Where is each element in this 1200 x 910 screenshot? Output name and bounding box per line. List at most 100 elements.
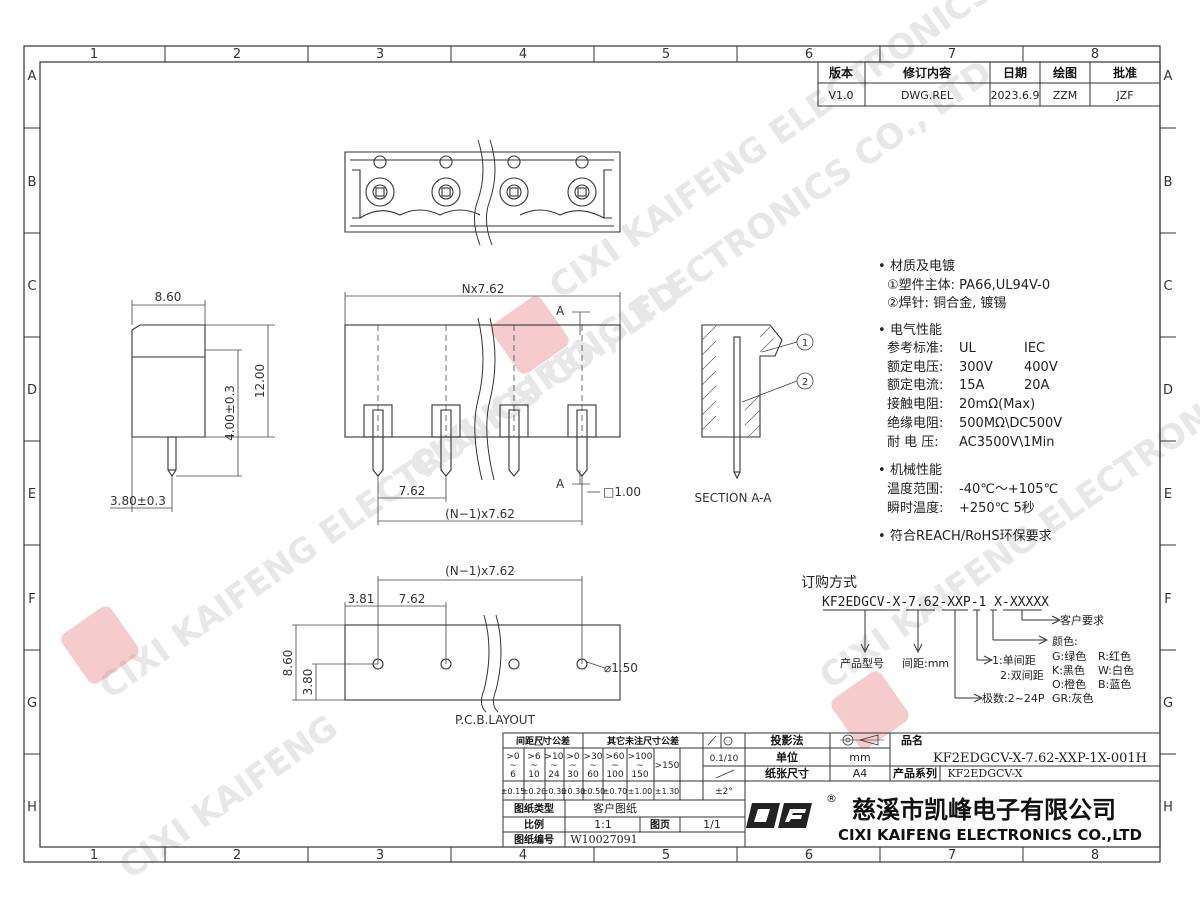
- rev-header-approved: 批准: [1113, 65, 1137, 80]
- tol-value: ±0.15: [501, 787, 526, 796]
- tol-range: ~: [550, 761, 558, 771]
- col-label: 5: [662, 848, 670, 863]
- elec-value: AC3500V\1Min: [959, 435, 1054, 450]
- svg-text:CIXI KAIFENG: CIXI KAIFENG: [112, 708, 345, 888]
- tol-range: 6: [510, 770, 516, 780]
- company-en: CIXI KAIFENG ELECTRONICS CO.,LTD: [838, 826, 1142, 844]
- tol-range: 60: [587, 770, 599, 780]
- title-block: 间距尺寸公差 其它未注尺寸公差 >0~6 >6~10 >10~24 >0~30 …: [501, 732, 1161, 848]
- geometry-symbols: [534, 735, 735, 779]
- tol-header-pitch: 间距尺寸公差: [516, 735, 570, 747]
- mech-value: -40℃～+105℃: [959, 482, 1058, 497]
- dim-side-width: 8.60: [155, 290, 182, 304]
- tol-value: ±0.70: [603, 787, 628, 796]
- elec-label: 额定电流:: [887, 378, 943, 393]
- tol-range: >0: [566, 752, 580, 762]
- order-customer: 客户要求: [1060, 613, 1104, 627]
- order-color-title: 颜色:: [1052, 634, 1078, 648]
- elec-iec: 400V: [1024, 360, 1058, 375]
- row-label: F: [1164, 592, 1171, 607]
- revision-table: 版本 修订内容 日期 绘图 批准 V1.0 DWG.REL 2023.6.9 Z…: [817, 61, 1161, 107]
- mech-label: 温度范围:: [887, 481, 943, 497]
- series-value: KF2EDGCV-X: [948, 767, 1023, 780]
- row-label: A: [1164, 69, 1173, 84]
- color-option: B:蓝色: [1098, 677, 1131, 691]
- drawing-no-header: 图纸编号: [514, 833, 554, 846]
- registered-mark: ®: [826, 792, 837, 805]
- tol-header-other: 其它未注尺寸公差: [607, 735, 679, 747]
- row-label: C: [1163, 279, 1172, 294]
- spec-bullet: •: [878, 323, 886, 338]
- dim-front-pin-size: □1.00: [603, 485, 641, 499]
- col-label: 2: [233, 848, 241, 863]
- watermark-logos: [61, 296, 909, 749]
- front-view: Nx7.62 7.62 (N−1)x7.62 □1.00 A A: [344, 282, 641, 525]
- rev-header-drawn: 绘图: [1053, 65, 1077, 80]
- elec-ul: 300V: [959, 360, 993, 375]
- elec-label: 接触电阻:: [887, 396, 943, 412]
- spec-bullet: •: [878, 529, 886, 544]
- rev-drawn: ZZM: [1053, 89, 1078, 102]
- rev-version: V1.0: [828, 89, 853, 102]
- dim-side-pin: 4.00±0.3: [223, 385, 237, 441]
- tol-range: ~: [636, 761, 644, 771]
- tol-value: ±0.30: [561, 787, 586, 796]
- tol-range: 100: [606, 770, 623, 780]
- row-label: F: [28, 592, 35, 607]
- color-option: O:橙色: [1052, 677, 1086, 691]
- section-mark-bottom: A: [556, 477, 565, 491]
- elec-value: 500MΩ\DC500V: [959, 416, 1062, 431]
- row-label: G: [1163, 696, 1173, 711]
- col-label: 4: [519, 848, 527, 863]
- unit-value: mm: [849, 751, 870, 764]
- col-label: 6: [805, 47, 813, 62]
- section-view: 1 2 SECTION A-A: [695, 324, 814, 505]
- elec-label: 耐 电 压:: [887, 435, 939, 450]
- section-label: SECTION A-A: [695, 491, 773, 505]
- pcb-label: P.C.B.LAYOUT: [455, 713, 536, 727]
- tol-range: 10: [528, 770, 540, 780]
- rev-approved: JZF: [1115, 89, 1133, 102]
- row-label: C: [27, 279, 36, 294]
- tol-range: ~: [530, 761, 538, 771]
- top-view: [344, 139, 621, 246]
- elec-iec: 20A: [1024, 378, 1050, 393]
- elec-label: 绝缘电阻:: [887, 415, 943, 431]
- col-label: 3: [376, 848, 384, 863]
- color-option: G:绿色: [1052, 649, 1086, 663]
- mech-label: 瞬时温度:: [887, 500, 943, 516]
- mechanical-title: 机械性能: [890, 463, 942, 478]
- pitch-option: 2:双间距: [1000, 669, 1044, 682]
- paper-header: 纸张尺寸: [765, 766, 809, 780]
- tol-value: ±1.30: [655, 787, 680, 796]
- tol-value: ±0.50: [581, 787, 606, 796]
- dim-pcb-pitch: 7.62: [399, 592, 426, 606]
- order-code: KF2EDGCV-X-7.62-XXP-1 X-XXXXX: [822, 595, 1049, 610]
- frame: [23, 45, 1161, 863]
- row-label: D: [27, 383, 37, 398]
- row-label: H: [1163, 800, 1173, 815]
- color-option: K:黑色: [1052, 663, 1085, 677]
- name-header: 品名: [901, 733, 923, 747]
- tol-range: >6: [527, 752, 541, 762]
- tol-range: >10: [545, 752, 564, 762]
- row-label: E: [28, 487, 36, 502]
- tol-range: >100: [628, 752, 653, 762]
- col-label: 1: [90, 848, 98, 863]
- row-label: D: [1163, 383, 1173, 398]
- col-label: 6: [805, 848, 813, 863]
- col-label: 7: [948, 47, 956, 62]
- dim-pcb-height: 8.60: [281, 650, 295, 677]
- tol-range: 24: [548, 770, 560, 780]
- rev-header-version: 版本: [829, 65, 853, 80]
- company-cn: 慈溪市凯峰电子有限公司: [852, 796, 1116, 824]
- order-spacing: 间距:mm: [902, 657, 949, 670]
- zone-labels: 1 2 3 4 5 6 7 8 1 2 3 4 5 6 7 8 A B C D …: [27, 47, 1173, 863]
- tol-range: 30: [567, 770, 579, 780]
- dim-pcb-row: 3.80: [301, 669, 315, 696]
- dim-pcb-hole: ⌀1.50: [604, 661, 638, 675]
- color-option: W:白色: [1098, 663, 1134, 677]
- row-label: H: [27, 800, 37, 815]
- tol-range: >30: [584, 752, 603, 762]
- page-value: 1/1: [703, 818, 721, 831]
